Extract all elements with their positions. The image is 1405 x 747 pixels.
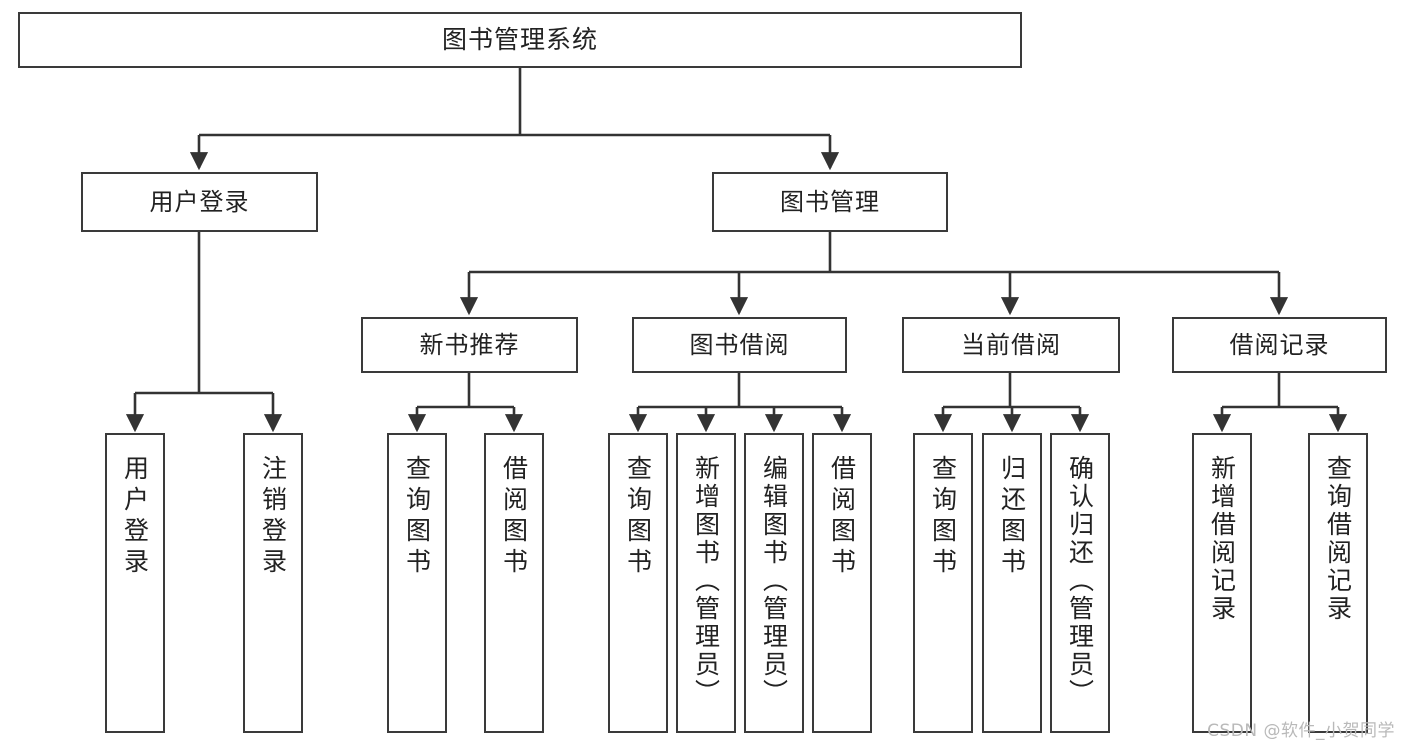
node-label: 图书借阅 <box>689 330 790 359</box>
node-leaf-add-borrow-record[interactable]: 新增借阅记录 <box>1192 433 1252 733</box>
node-leaf-query-borrow-record[interactable]: 查询借阅记录 <box>1308 433 1368 733</box>
node-label: 用户登录 <box>149 187 250 216</box>
node-borrowing-records[interactable]: 借阅记录 <box>1172 317 1387 373</box>
node-leaf-return-book[interactable]: 归还图书 <box>982 433 1042 733</box>
node-book-borrowing[interactable]: 图书借阅 <box>632 317 847 373</box>
node-label: 编辑图书（管理员） <box>759 455 789 707</box>
node-label: 用户登录 <box>120 455 150 579</box>
node-leaf-edit-book-admin[interactable]: 编辑图书（管理员） <box>744 433 804 733</box>
node-leaf-user-login[interactable]: 用户登录 <box>105 433 165 733</box>
node-label: 图书管理 <box>780 187 880 216</box>
node-leaf-logout[interactable]: 注销登录 <box>243 433 303 733</box>
node-leaf-query-book-recommendation[interactable]: 查询图书 <box>387 433 447 733</box>
node-label: 新增借阅记录 <box>1207 455 1237 623</box>
node-label: 当前借阅 <box>961 330 1061 359</box>
node-root-book-management-system[interactable]: 图书管理系统 <box>18 12 1022 68</box>
node-label: 查询借阅记录 <box>1323 455 1353 623</box>
node-leaf-borrow-book-borrowing[interactable]: 借阅图书 <box>812 433 872 733</box>
node-new-book-recommendation[interactable]: 新书推荐 <box>361 317 578 373</box>
node-book-management[interactable]: 图书管理 <box>712 172 948 232</box>
node-label: 归还图书 <box>997 455 1027 579</box>
csdn-watermark: CSDN @软件_小贺同学 <box>1207 721 1395 741</box>
node-label: 借阅图书 <box>827 455 857 579</box>
node-user-login[interactable]: 用户登录 <box>81 172 318 232</box>
node-leaf-add-book-admin[interactable]: 新增图书（管理员） <box>676 433 736 733</box>
node-label: 查询图书 <box>623 455 653 579</box>
node-label: 借阅图书 <box>499 455 529 579</box>
node-label: 图书管理系统 <box>441 25 598 54</box>
node-leaf-query-book-borrowing[interactable]: 查询图书 <box>608 433 668 733</box>
node-leaf-borrow-book-recommendation[interactable]: 借阅图书 <box>484 433 544 733</box>
node-label: 确认归还（管理员） <box>1065 455 1095 707</box>
node-label: 查询图书 <box>928 455 958 579</box>
node-label: 查询图书 <box>402 455 432 579</box>
node-label: 新书推荐 <box>419 330 520 359</box>
node-label: 新增图书（管理员） <box>691 455 721 707</box>
node-leaf-confirm-return-admin[interactable]: 确认归还（管理员） <box>1050 433 1110 733</box>
node-label: 借阅记录 <box>1229 330 1330 359</box>
node-label: 注销登录 <box>258 455 288 579</box>
node-leaf-query-book-current[interactable]: 查询图书 <box>913 433 973 733</box>
node-current-borrowing[interactable]: 当前借阅 <box>902 317 1120 373</box>
